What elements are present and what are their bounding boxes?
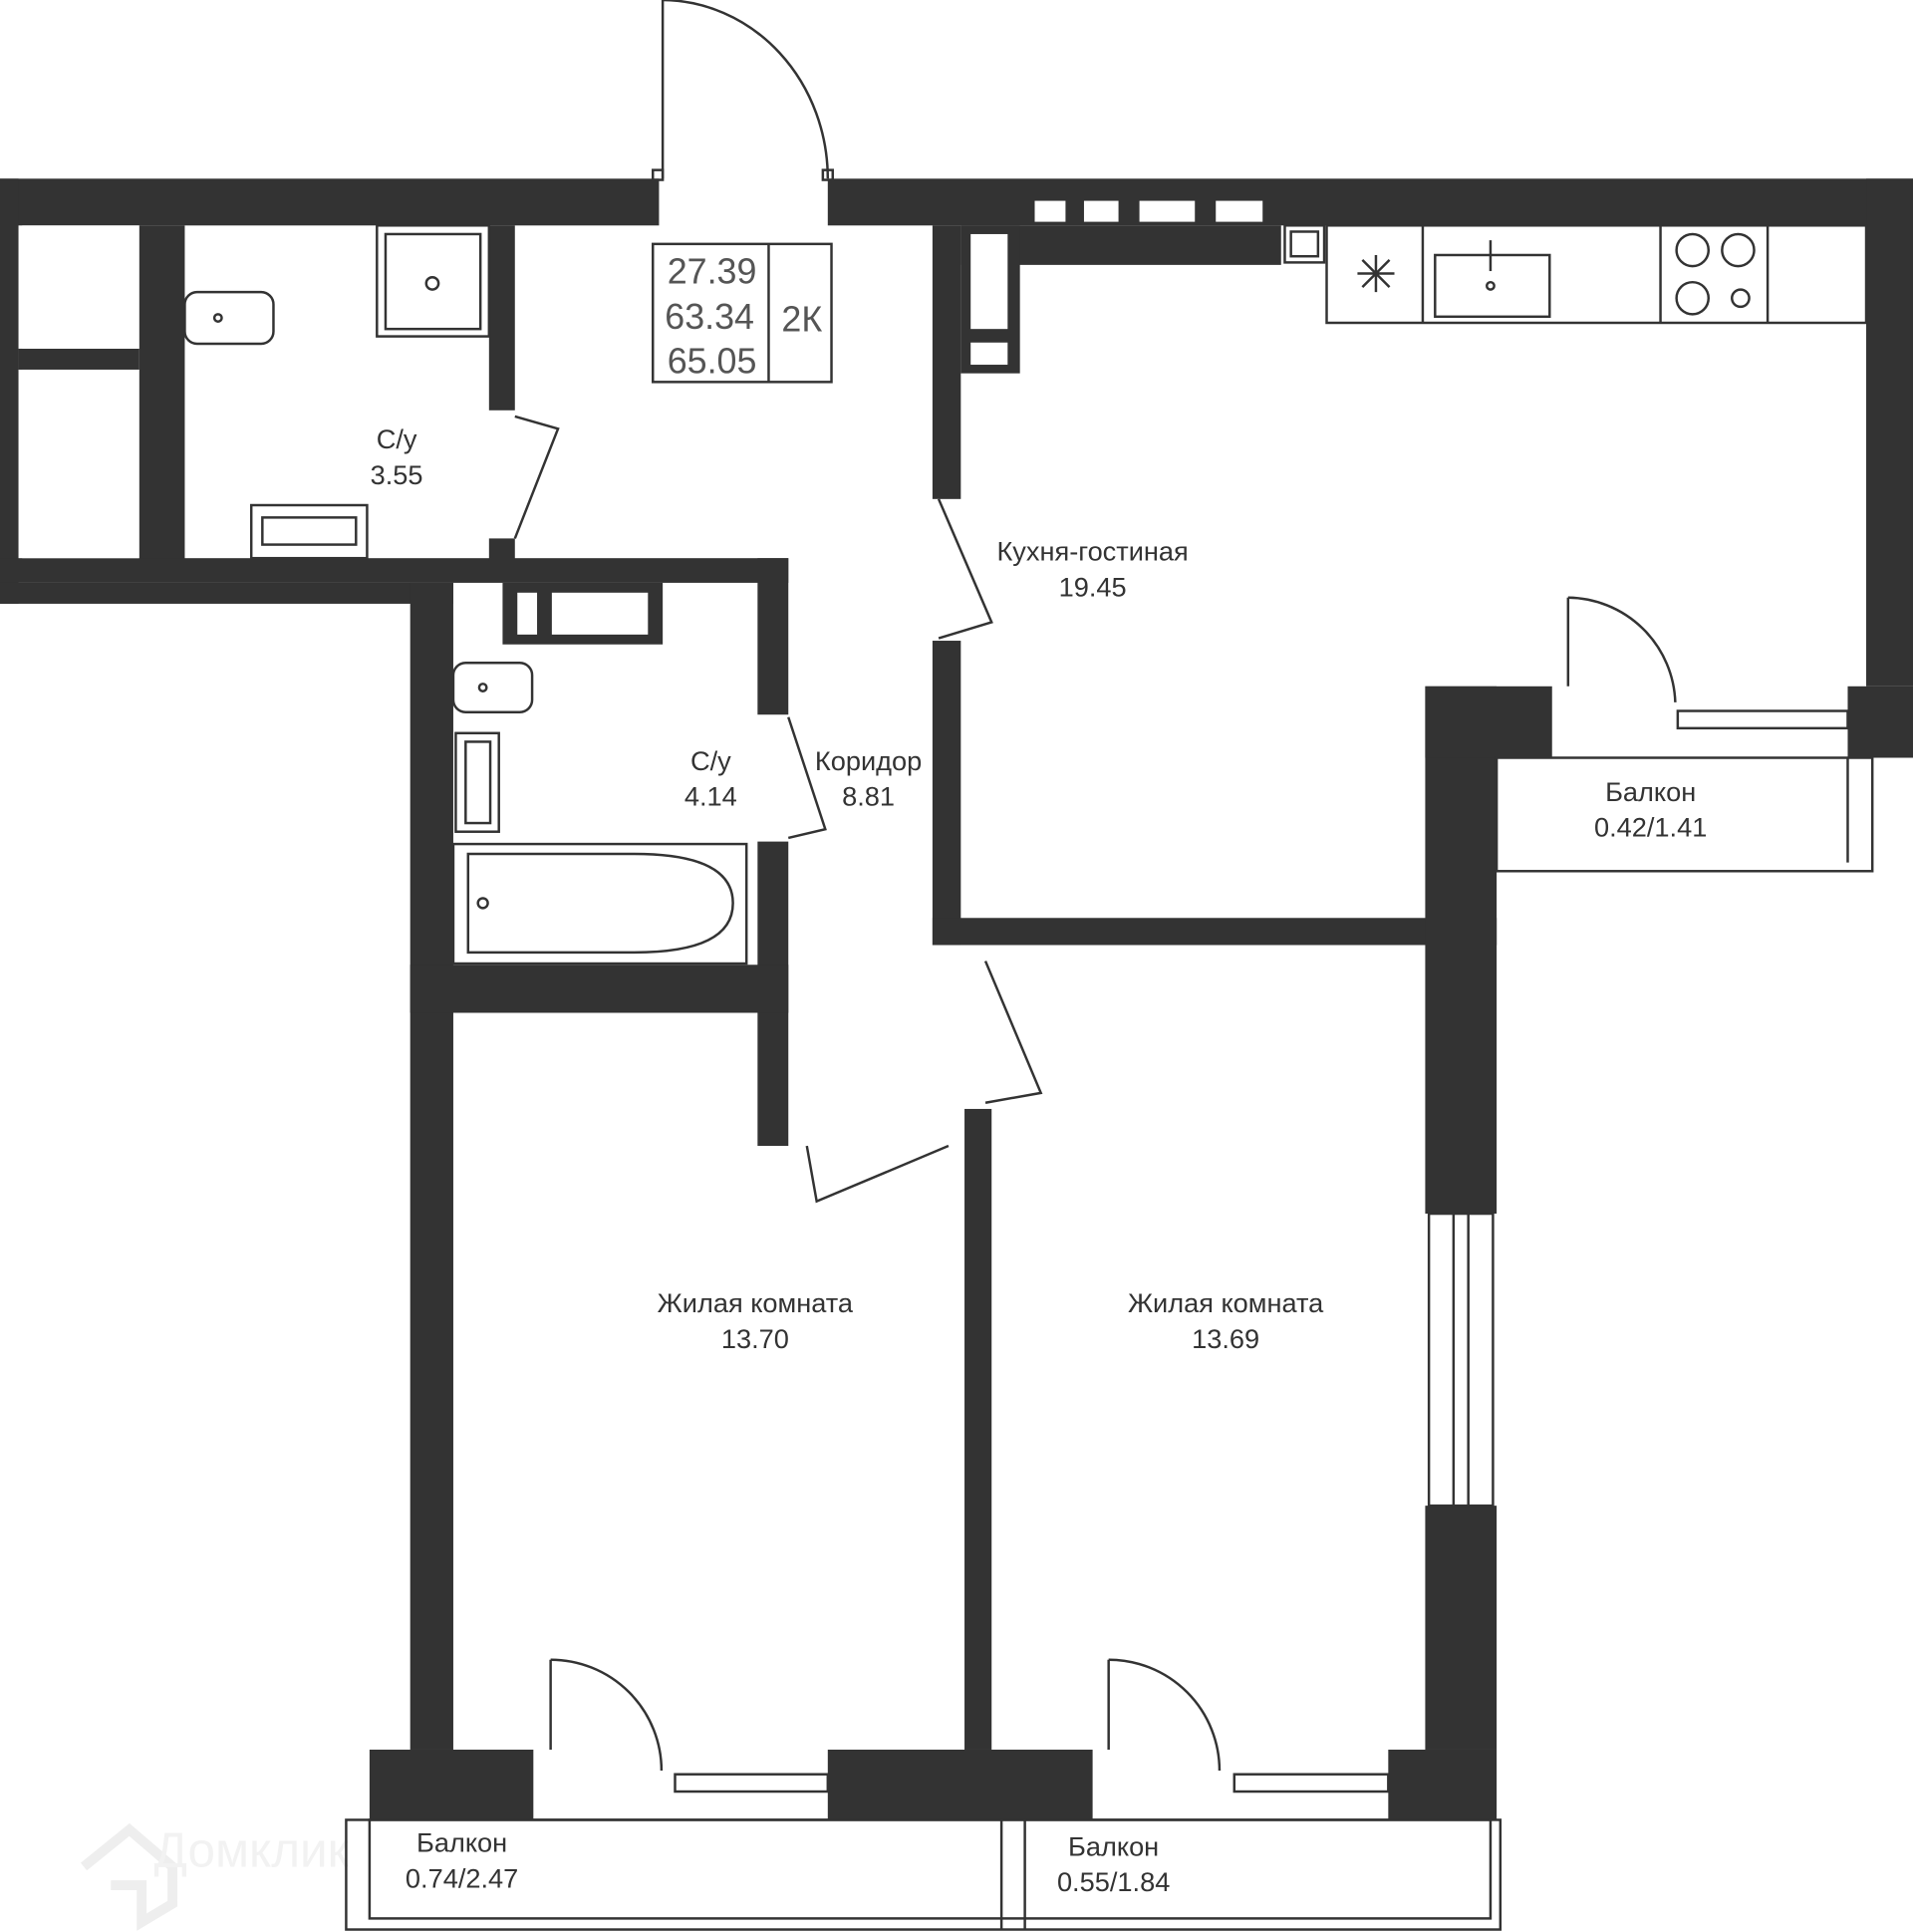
room-area: 19.45 [1059, 572, 1127, 603]
room-area: 3.55 [371, 459, 423, 490]
domclick-watermark: Домклик [80, 1822, 350, 1931]
room-area: 13.70 [721, 1323, 789, 1354]
room-area: 13.69 [1192, 1323, 1259, 1354]
room-labels: С/у 3.55 С/у 4.14 Коридор 8.81 Кухня-гос… [371, 423, 1708, 1897]
entrance-door [652, 0, 834, 181]
room-area: 8.81 [842, 781, 895, 812]
room-area: 4.14 [684, 781, 737, 812]
apartment-type: 2К [781, 300, 822, 340]
interior-doors [513, 414, 1677, 1772]
room-name: Балкон [1068, 1830, 1159, 1861]
room-area: 0.42/1.41 [1594, 812, 1707, 843]
total-area: 63.34 [665, 297, 754, 337]
fixtures [183, 224, 1868, 966]
watermark-text: Домклик [154, 1822, 350, 1877]
room-name: Балкон [416, 1827, 507, 1858]
room-name: Коридор [815, 745, 922, 776]
room-name: С/у [377, 423, 417, 454]
living-area: 27.39 [668, 251, 757, 291]
windows [22, 200, 1849, 1794]
total-with-balconies: 65.05 [668, 342, 757, 382]
walls [0, 178, 1913, 1820]
balcony-outlines [345, 756, 1874, 1931]
apartment-info-box: 27.39 63.34 65.05 2К [652, 242, 833, 384]
room-area: 0.74/2.47 [406, 1862, 518, 1893]
room-area: 0.55/1.84 [1057, 1866, 1170, 1897]
room-name: С/у [690, 745, 731, 776]
room-name: Жилая комната [1128, 1287, 1324, 1318]
room-name: Кухня-гостиная [996, 536, 1188, 567]
room-name: Балкон [1605, 776, 1696, 807]
room-name: Жилая комната [658, 1287, 854, 1318]
